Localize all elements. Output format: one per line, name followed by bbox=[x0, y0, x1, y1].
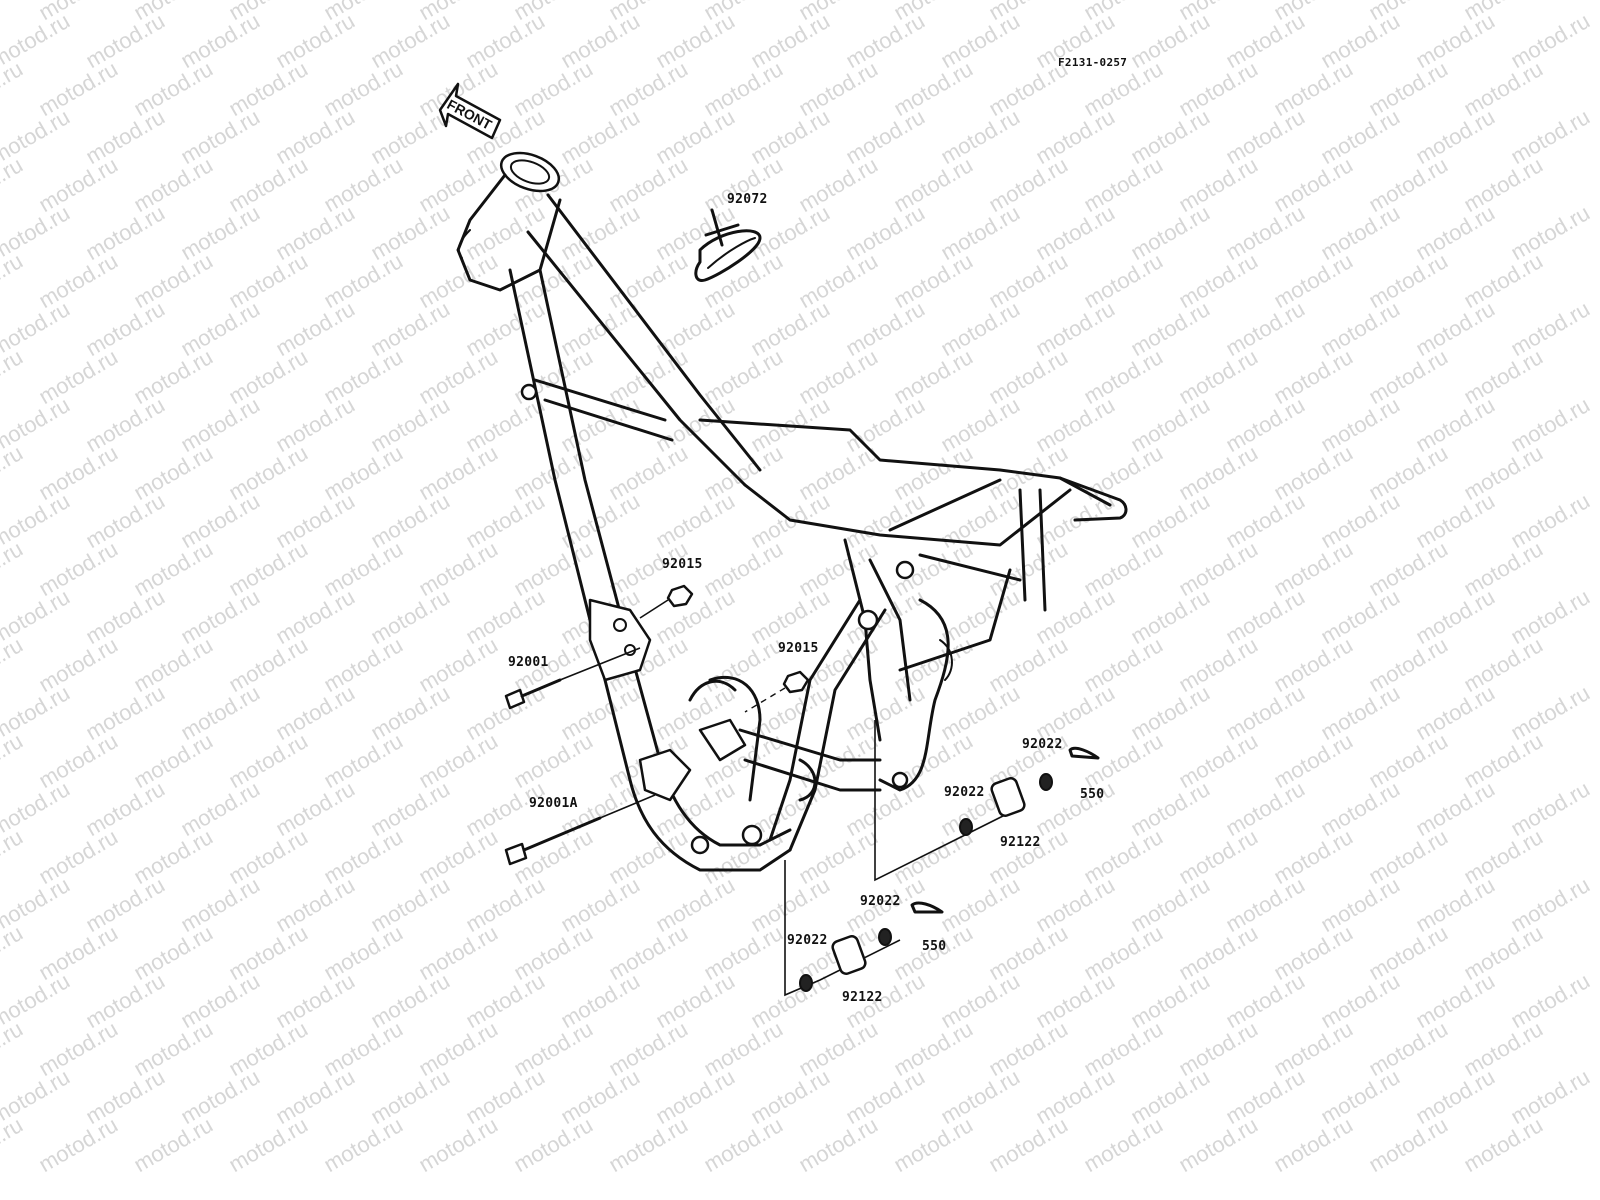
part-label-92015-lower: 92015 bbox=[778, 641, 819, 656]
lower-mount-assembly bbox=[784, 860, 944, 997]
down-tube bbox=[508, 268, 662, 782]
nut-92015-lower bbox=[744, 670, 810, 713]
part-label-92022-d: 92022 bbox=[787, 933, 828, 948]
right-mount-assembly bbox=[874, 720, 1100, 882]
backbone-tube bbox=[526, 193, 762, 487]
part-label-92122-a: 92122 bbox=[1000, 835, 1041, 850]
part-label-92001A: 92001A bbox=[529, 796, 578, 811]
part-label-92022-a: 92022 bbox=[1022, 737, 1063, 752]
part-label-92001: 92001 bbox=[508, 655, 549, 670]
band-clamp-92072 bbox=[694, 208, 762, 282]
front-engine-bracket bbox=[588, 598, 652, 682]
part-label-550-b: 550 bbox=[922, 939, 947, 954]
bolt-92001 bbox=[504, 647, 641, 710]
part-label-550-a: 550 bbox=[1080, 787, 1105, 802]
steering-head bbox=[456, 151, 562, 292]
part-label-92022-c: 92022 bbox=[860, 894, 901, 909]
part-label-92122-b: 92122 bbox=[842, 990, 883, 1005]
part-label-92022-b: 92022 bbox=[944, 785, 985, 800]
part-label-92015-upper: 92015 bbox=[662, 557, 703, 572]
nut-92015-upper bbox=[639, 584, 694, 619]
cross-member bbox=[520, 378, 674, 442]
lower-engine-bracket bbox=[638, 718, 747, 802]
diagram-code: F2131-0257 bbox=[1058, 56, 1128, 69]
seat-rail bbox=[698, 418, 1128, 672]
bottom-cradle bbox=[628, 675, 882, 872]
front-arrow-icon bbox=[438, 82, 502, 140]
bolt-92001A bbox=[504, 794, 656, 866]
part-label-92072: 92072 bbox=[727, 192, 768, 207]
engine-side-plate bbox=[878, 560, 953, 792]
rear-frame-tube bbox=[768, 538, 912, 852]
